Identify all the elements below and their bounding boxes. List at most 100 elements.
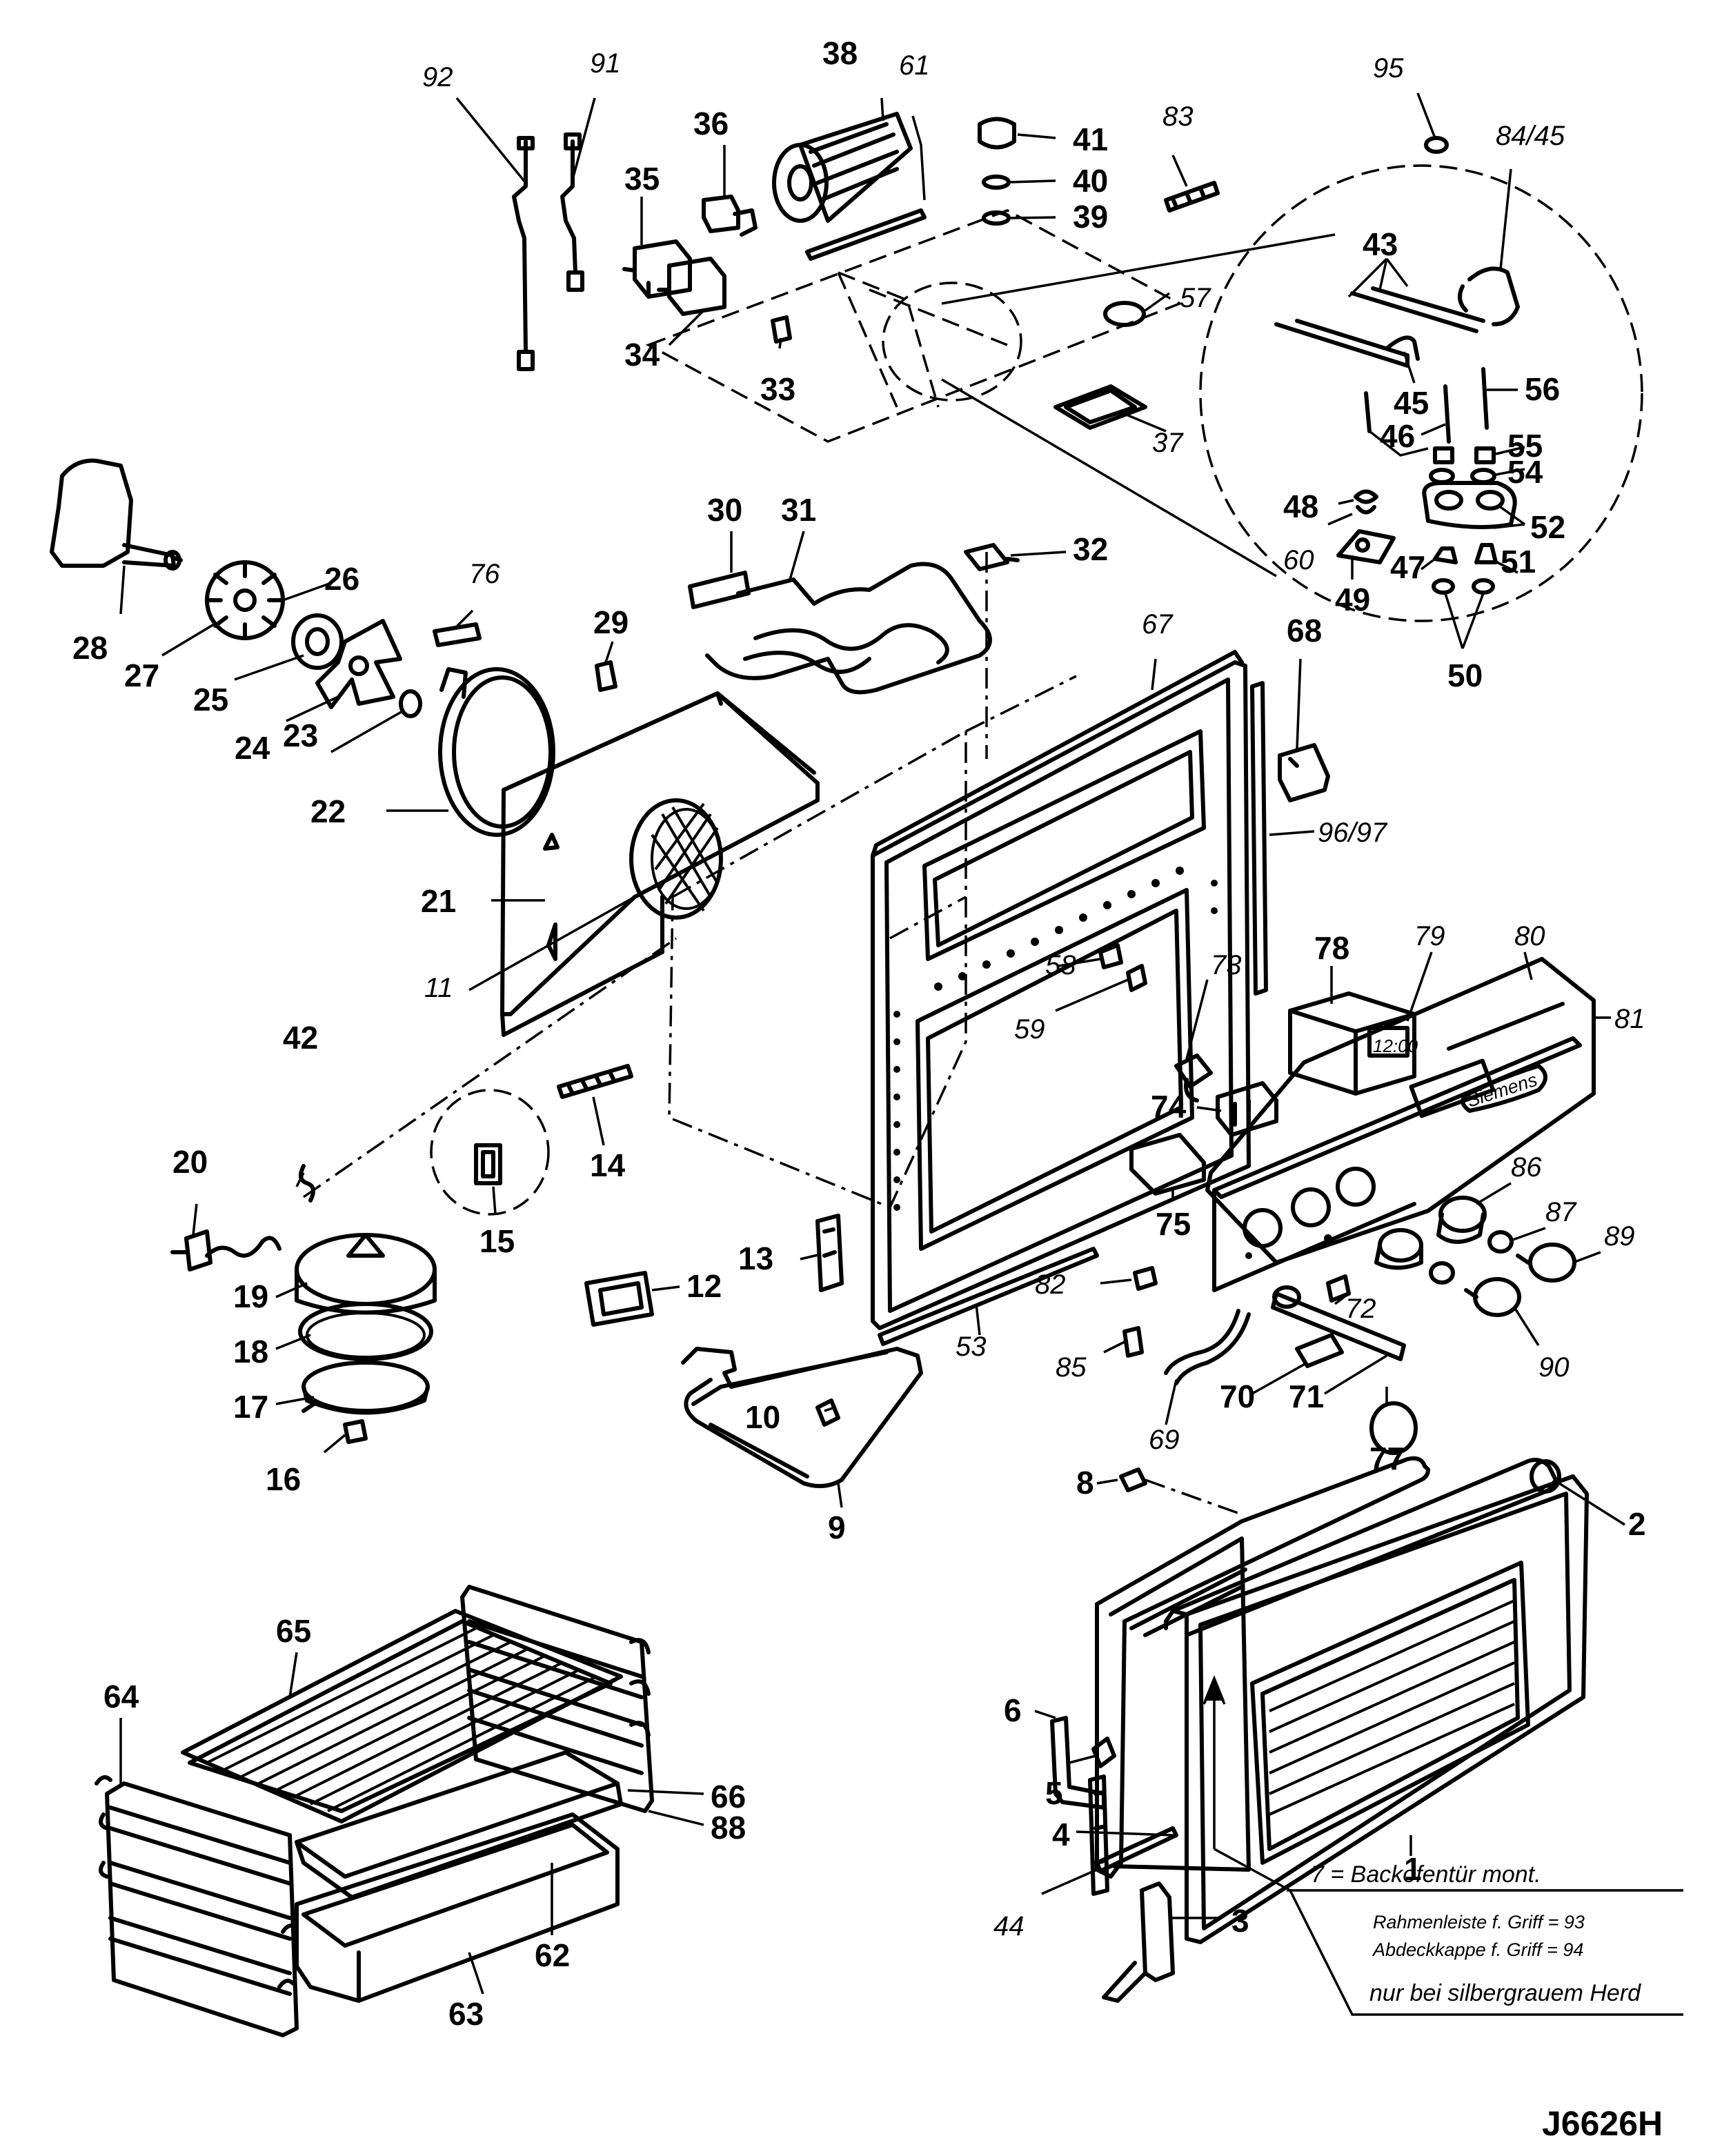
label-91: 91 <box>590 48 621 79</box>
lamp-58 <box>1098 943 1123 969</box>
label-49: 49 <box>1335 582 1370 617</box>
knob-73 <box>1174 1054 1213 1102</box>
ring-90a <box>1429 1261 1455 1285</box>
terminal-block-75 <box>1129 1133 1206 1196</box>
clip-15 <box>474 1143 502 1185</box>
knob-89 <box>1516 1243 1576 1283</box>
label-55: 55 <box>1507 428 1543 464</box>
label-28: 28 <box>72 630 108 666</box>
label-36: 36 <box>693 106 729 141</box>
label-44: 44 <box>993 1911 1025 1941</box>
label-68: 68 <box>1287 613 1322 649</box>
knob-41 <box>978 117 1016 150</box>
label-17: 17 <box>233 1389 268 1425</box>
detail-callout-circle <box>1199 164 1643 622</box>
label-2: 2 <box>1628 1506 1646 1542</box>
label-40: 40 <box>1073 163 1108 199</box>
label-75: 75 <box>1156 1206 1191 1242</box>
door-panel-1 <box>1164 1474 1589 1944</box>
nut-54 <box>1470 468 1496 484</box>
switch-35 <box>622 239 692 299</box>
label-84-45: 84/45 <box>1496 121 1565 151</box>
wire-45 <box>1385 335 1420 361</box>
label-33: 33 <box>760 371 795 407</box>
label-71: 71 <box>1289 1378 1324 1414</box>
label-12: 12 <box>686 1268 722 1304</box>
label-29: 29 <box>593 604 629 640</box>
switch-34 <box>657 257 726 316</box>
label-14: 14 <box>590 1147 626 1183</box>
label-41: 41 <box>1073 121 1108 157</box>
label-8: 8 <box>1076 1465 1094 1501</box>
label-74: 74 <box>1151 1089 1187 1125</box>
legend-line-2: Rahmenleiste f. Griff = 93 <box>1373 1912 1585 1932</box>
label-3: 3 <box>1231 1903 1249 1939</box>
label-56: 56 <box>1525 371 1560 407</box>
fan-blade-27 <box>205 560 285 640</box>
legend-line-4: nur bei silbergrauem Herd <box>1369 1980 1641 2006</box>
wire-harness-91 <box>560 132 584 292</box>
label-80: 80 <box>1514 921 1545 951</box>
label-63: 63 <box>448 1996 484 2032</box>
label-48: 48 <box>1283 488 1318 524</box>
rod-46a <box>1364 391 1372 433</box>
front-frame-67 <box>871 650 1251 1330</box>
label-23: 23 <box>283 718 318 753</box>
label-51: 51 <box>1501 544 1536 580</box>
label-81: 81 <box>1614 1004 1645 1034</box>
top-cover-outline <box>645 209 1183 443</box>
label-38: 38 <box>822 35 858 71</box>
cap-47 <box>1433 546 1458 564</box>
label-52: 52 <box>1530 509 1565 545</box>
grommet-95 <box>1424 136 1449 154</box>
seal-96-97 <box>1250 681 1268 996</box>
washer-50a <box>1432 578 1455 595</box>
lamp-70 <box>1295 1333 1344 1368</box>
label-53: 53 <box>956 1332 987 1362</box>
label-35: 35 <box>624 161 660 197</box>
label-79: 79 <box>1414 921 1445 951</box>
ring-22 <box>438 667 555 837</box>
label-62: 62 <box>535 1937 570 1973</box>
bracket-43 <box>1274 286 1485 368</box>
leader-lines <box>119 92 1625 1995</box>
gasket-37 <box>1053 384 1147 430</box>
label-10: 10 <box>745 1399 780 1435</box>
label-18: 18 <box>233 1334 268 1369</box>
terminal-block-83 <box>1164 181 1220 212</box>
legend-line-3: Abdeckkappe f. Griff = 94 <box>1372 1939 1583 1960</box>
label-85: 85 <box>1056 1352 1087 1383</box>
lampholder-85 <box>1122 1326 1144 1358</box>
bulb-16 <box>343 1419 368 1444</box>
tangential-fan-38 <box>772 112 913 223</box>
rod-46b <box>1443 384 1451 444</box>
label-92: 92 <box>422 62 453 92</box>
label-76: 76 <box>469 559 500 589</box>
seal-76 <box>433 622 482 647</box>
label-25: 25 <box>193 682 228 718</box>
label-61: 61 <box>899 50 930 81</box>
side-rack-64 <box>95 1775 299 2037</box>
bottom-element-9 <box>681 1347 923 1488</box>
hinge-13 <box>815 1214 844 1292</box>
connector-32 <box>964 543 1020 571</box>
relay-36 <box>702 195 758 237</box>
insulator-52 <box>1422 481 1517 529</box>
bracket-68 <box>1278 743 1330 802</box>
fan-hub-25 <box>291 613 344 670</box>
grill-element-31 <box>705 562 992 695</box>
label-60: 60 <box>1283 545 1314 575</box>
label-20: 20 <box>172 1144 208 1180</box>
knob-90 <box>1464 1277 1521 1317</box>
label-73: 73 <box>1211 950 1242 980</box>
label-1: 1 <box>1404 1851 1422 1887</box>
detail-circle-15 <box>430 1089 550 1216</box>
rear-panel-21 <box>500 691 820 1037</box>
clip-8 <box>1119 1467 1147 1492</box>
lens-77 <box>1369 1401 1418 1455</box>
label-88: 88 <box>711 1810 746 1846</box>
label-31: 31 <box>781 492 816 528</box>
label-4: 4 <box>1052 1817 1070 1852</box>
fascia-80 <box>1212 1036 1582 1292</box>
